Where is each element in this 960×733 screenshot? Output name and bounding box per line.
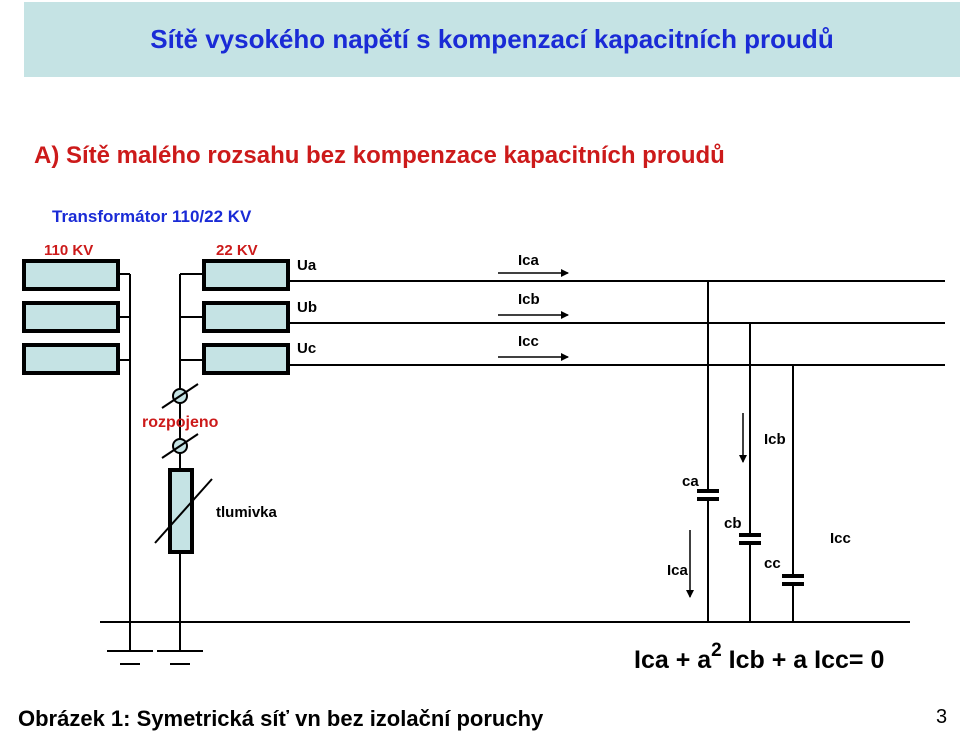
choke-label: tlumivka [216, 504, 278, 521]
transformer-label: Transformátor 110/22 KV [52, 207, 252, 226]
primary-winding-b [22, 301, 120, 333]
secondary-winding-c [202, 343, 290, 375]
capacitor-cc [782, 574, 804, 586]
secondary-winding-b [202, 301, 290, 333]
capacitor-cb [739, 533, 761, 545]
section-subtitle: A) Sítě malého rozsahu bez kompenzace ka… [34, 142, 725, 169]
secondary-voltage-label: 22 KV [216, 242, 258, 259]
cap-b-label: cb [724, 515, 742, 532]
phase-a-label: Ua [297, 257, 317, 274]
primary-winding-a [22, 259, 120, 291]
title-bar: Sítě vysokého napětí s kompenzací kapaci… [24, 2, 960, 77]
current-a-label: Ica [518, 252, 540, 269]
disconnect-switch-upper [161, 383, 199, 409]
slide-title: Sítě vysokého napětí s kompenzací kapaci… [150, 24, 834, 54]
primary-voltage-label: 110 KV [44, 242, 93, 259]
ground-symbol-secondary [157, 650, 203, 665]
disconnected-label: rozpojeno [142, 414, 219, 431]
current-b-label: Icb [518, 291, 540, 308]
phase-c-label: Uc [297, 340, 316, 357]
equation-part-2: Icb + a Icc= 0 [721, 646, 885, 674]
phase-b-label: Ub [297, 299, 317, 316]
current-c-label: Icc [518, 333, 539, 350]
primary-winding-c [22, 343, 120, 375]
ground-current-b-label: Icb [764, 431, 786, 448]
current-equation: Ica + a2 Icb + a Icc= 0 [634, 640, 885, 675]
capacitor-ca [697, 489, 719, 501]
choke-coil [168, 468, 194, 554]
equation-part-1: Ica + a [634, 646, 712, 674]
choke-variable-arrow [154, 478, 213, 544]
page-number: 3 [936, 706, 948, 728]
disconnect-switch-lower [161, 433, 199, 459]
ground-current-c-label: Icc [830, 530, 851, 547]
cap-c-label: cc [764, 555, 781, 572]
ground-current-a-label: Ica [667, 562, 689, 579]
ground-symbol-primary [107, 650, 153, 665]
equation-superscript: 2 [711, 640, 722, 661]
cap-a-label: ca [682, 473, 699, 490]
figure-caption: Obrázek 1: Symetrická síť vn bez izolačn… [18, 706, 544, 731]
secondary-winding-a [202, 259, 290, 291]
